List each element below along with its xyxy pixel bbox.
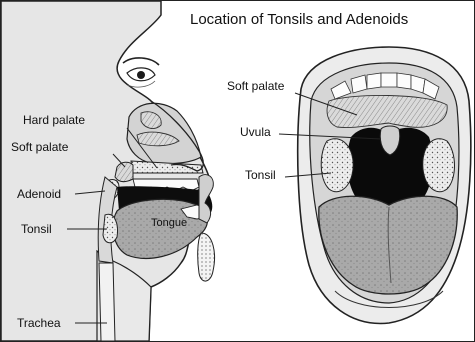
- trachea-tube: [99, 263, 115, 341]
- label-tonsil-front: Tonsil: [245, 168, 276, 182]
- label-hard-palate: Hard palate: [23, 113, 85, 127]
- front-palate: [327, 95, 447, 127]
- label-tonsil-side: Tonsil: [21, 222, 52, 236]
- label-uvula: Uvula: [240, 125, 271, 139]
- front-tonsil-left: [321, 139, 353, 192]
- label-tongue: Tongue: [151, 217, 187, 229]
- label-trachea: Trachea: [17, 316, 61, 330]
- side-view-head: [1, 1, 215, 341]
- chin-gland: [198, 233, 215, 281]
- label-soft-palate-front: Soft palate: [227, 79, 284, 93]
- front-tonsil-right: [423, 139, 455, 192]
- front-view-mouth: [298, 47, 471, 323]
- label-soft-palate-side: Soft palate: [11, 140, 68, 154]
- lips: [199, 175, 213, 223]
- eye: [123, 58, 159, 87]
- diagram-title: Location of Tonsils and Adenoids: [190, 11, 408, 28]
- label-adenoid: Adenoid: [17, 187, 61, 201]
